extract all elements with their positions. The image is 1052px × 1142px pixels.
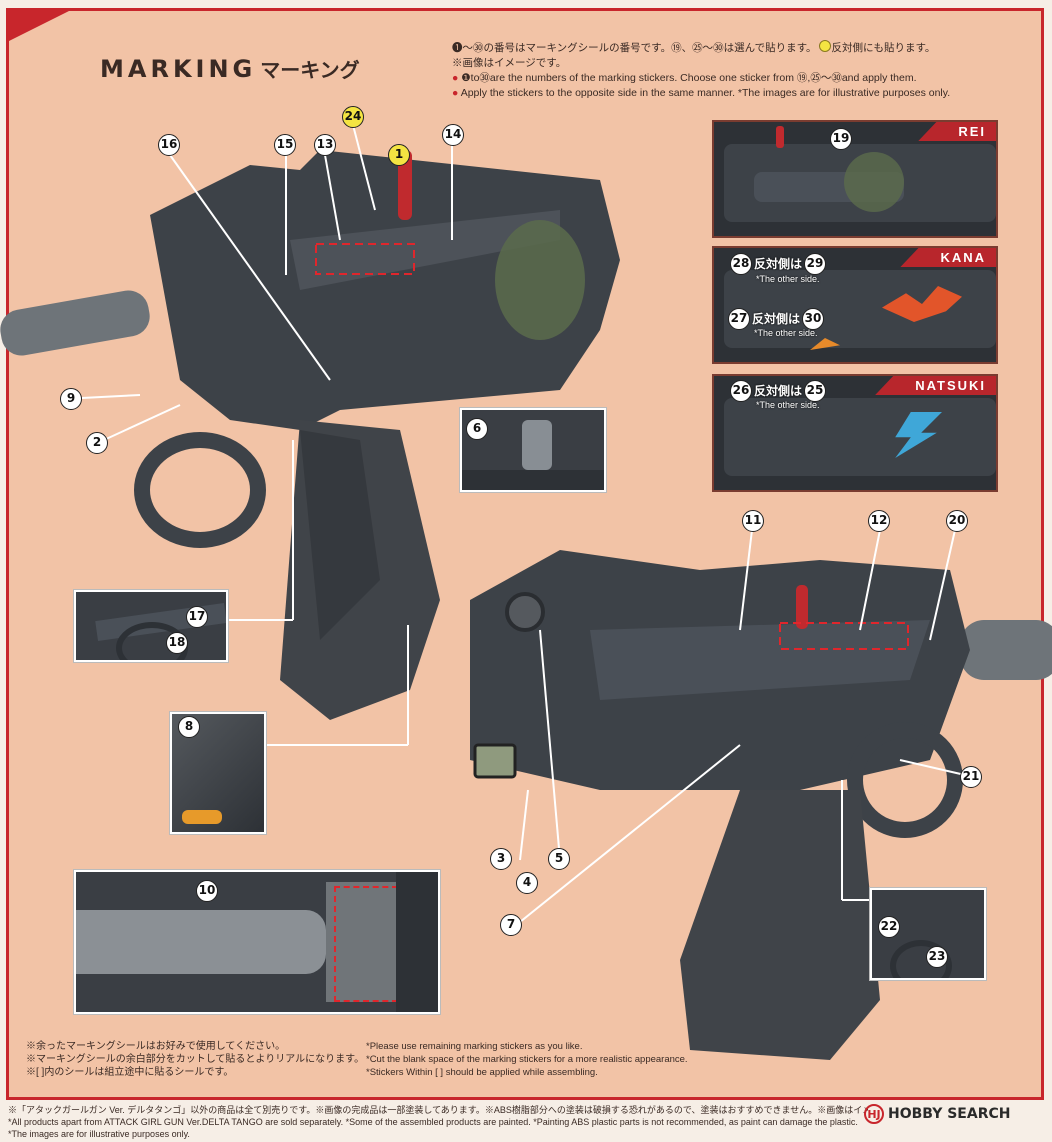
bullet-icon: ● bbox=[452, 87, 461, 99]
other-side-label: 反対側は bbox=[752, 312, 801, 326]
skull-mark bbox=[495, 220, 585, 340]
yellow-dot-icon bbox=[819, 40, 832, 52]
footer-notes-en: *Please use remaining marking stickers a… bbox=[366, 1041, 688, 1078]
callout-24: 24 bbox=[342, 106, 364, 128]
callout-29: 29 bbox=[804, 253, 826, 275]
barrel-right bbox=[960, 620, 1052, 680]
note-line-4: ● Apply the stickers to the opposite sid… bbox=[452, 87, 951, 99]
callout-18: 18 bbox=[166, 632, 188, 654]
callout-1: 1 bbox=[388, 144, 410, 166]
callout-6: 6 bbox=[466, 418, 488, 440]
other-side-label: 反対側は bbox=[754, 384, 803, 398]
bullet-icon: ● bbox=[452, 72, 462, 84]
callout-20: 20 bbox=[946, 510, 968, 532]
callout-14: 14 bbox=[442, 124, 464, 146]
callout-9: 9 bbox=[60, 388, 82, 410]
callout-21: 21 bbox=[960, 766, 982, 788]
callout-13: 13 bbox=[314, 134, 336, 156]
notes: ❶〜㉚の番号はマーキングシールの番号です。⑲、㉕〜㉚は選んで貼ります。 反対側に… bbox=[452, 40, 1032, 101]
footer-notes-ja: ※余ったマーキングシールはお好みで使用してください。 ※マーキングシールの余白部… bbox=[26, 1041, 365, 1078]
callout-12: 12 bbox=[868, 510, 890, 532]
callout-25: 25 bbox=[804, 380, 826, 402]
variant-tag: REI bbox=[918, 122, 996, 141]
inset-part-17-18 bbox=[74, 590, 228, 662]
variant-tag: NATSUKI bbox=[875, 376, 996, 395]
other-side-note: *The other side. bbox=[754, 328, 818, 338]
callout-10: 10 bbox=[196, 880, 218, 902]
inset-part-10 bbox=[74, 870, 440, 1014]
callout-7: 7 bbox=[500, 914, 522, 936]
other-side-note: *The other side. bbox=[756, 274, 820, 284]
callout-26: 26 bbox=[730, 380, 752, 402]
other-side-label: 反対側は bbox=[754, 257, 803, 271]
callout-11: 11 bbox=[742, 510, 764, 532]
callout-5: 5 bbox=[548, 848, 570, 870]
callout-3: 3 bbox=[490, 848, 512, 870]
other-side-note: *The other side. bbox=[756, 400, 820, 410]
variant-natsuki: NATSUKI 26 反対側は 25 *The other side. bbox=[712, 374, 998, 492]
callout-19: 19 bbox=[830, 128, 852, 150]
callout-23: 23 bbox=[926, 946, 948, 968]
note-line-1: ❶〜㉚の番号はマーキングシールの番号です。⑲、㉕〜㉚は選んで貼ります。 反対側に… bbox=[452, 40, 936, 54]
title-ja: マーキング bbox=[260, 60, 360, 82]
logo-mark-icon: HJ bbox=[864, 1104, 884, 1124]
callout-16: 16 bbox=[158, 134, 180, 156]
note-line-3: ● ❶to㉚are the numbers of the marking sti… bbox=[452, 72, 917, 84]
title-en: MARKING bbox=[100, 55, 257, 83]
red-sticker bbox=[398, 150, 412, 220]
grip-right bbox=[680, 790, 880, 1060]
note-line-2: ※画像はイメージです。 bbox=[452, 57, 567, 69]
skull-icon bbox=[844, 152, 904, 212]
display-panel bbox=[473, 743, 517, 779]
callout-22: 22 bbox=[878, 916, 900, 938]
variant-tag: KANA bbox=[900, 248, 996, 267]
callout-27: 27 bbox=[728, 308, 750, 330]
callout-2: 2 bbox=[86, 432, 108, 454]
callout-8: 8 bbox=[178, 716, 200, 738]
callout-30: 30 bbox=[802, 308, 824, 330]
barrel bbox=[0, 290, 150, 356]
variant-kana: KANA 28 反対側は 29 *The other side. 27 反対側は… bbox=[712, 246, 998, 364]
variant-rei: REI 19 bbox=[712, 120, 998, 238]
callout-28: 28 bbox=[730, 253, 752, 275]
callout-17: 17 bbox=[186, 606, 208, 628]
fine-print: ※「アタックガールガン Ver. デルタタンゴ」以外の商品は全て別売りです。※画… bbox=[8, 1105, 868, 1139]
callout-4: 4 bbox=[516, 872, 538, 894]
callout-15: 15 bbox=[274, 134, 296, 156]
